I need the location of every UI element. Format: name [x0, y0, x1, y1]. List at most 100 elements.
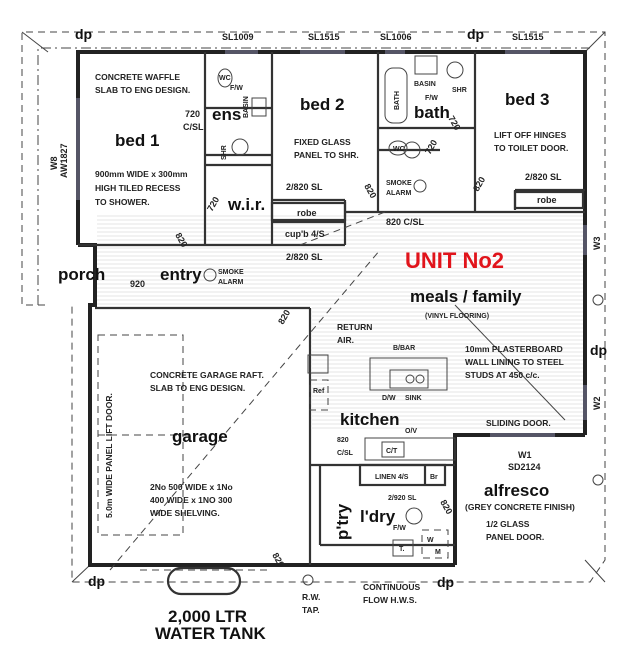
unit-title: UNIT No2	[405, 248, 504, 273]
svg-text:F/W: F/W	[230, 85, 243, 92]
note-shelving: WIDE SHELVING.	[150, 508, 220, 518]
dimension-labels: 720 C/SL 720 820 2/820 SL robe cup'b 4/S…	[130, 75, 562, 569]
note-waffle: CONCRETE WAFFLE	[95, 72, 180, 82]
window-label: SL1006	[380, 32, 412, 42]
svg-text:BASIN: BASIN	[243, 96, 250, 118]
svg-text:720: 720	[205, 195, 221, 213]
note-plaster: WALL LINING TO STEEL	[465, 357, 564, 367]
downpipe-label: dp	[590, 342, 607, 358]
svg-text:O/V: O/V	[405, 428, 417, 435]
window-label: SL1515	[512, 32, 544, 42]
basin-1	[251, 97, 267, 117]
svg-text:robe: robe	[297, 208, 317, 218]
svg-text:WC: WC	[219, 75, 231, 82]
window-label: W3	[592, 237, 602, 251]
fridge-space	[309, 379, 329, 411]
note-waffle: SLAB TO ENG DESIGN.	[95, 85, 190, 95]
downpipe-label: dp	[75, 26, 92, 42]
note-recess: 900mm WIDE x 300mm	[95, 169, 188, 179]
note-hinges: LIFT OFF HINGES	[494, 130, 567, 140]
note-hws: FLOW H.W.S.	[363, 595, 417, 605]
note-shelving: 2No 500 WIDE x 1No	[150, 482, 233, 492]
downpipe-label: dp	[467, 26, 484, 42]
note-garage-slab: CONCRETE GARAGE RAFT.	[150, 370, 264, 380]
basin-2	[414, 55, 438, 75]
room-meals-family: meals / family	[410, 287, 522, 306]
note-sliding: SLIDING DOOR.	[486, 418, 551, 428]
note-shelving: 400 WIDE x 1NO 300	[150, 495, 232, 505]
svg-text:BASIN: BASIN	[414, 81, 436, 88]
svg-text:SMOKE: SMOKE	[386, 180, 412, 187]
downpipe-label: dp	[88, 573, 105, 589]
svg-text:B/BAR: B/BAR	[393, 345, 415, 352]
svg-text:T.: T.	[399, 546, 405, 553]
window-label: AW1827	[59, 143, 69, 178]
windows	[76, 50, 587, 437]
svg-text:M: M	[435, 549, 441, 556]
note-recess: TO SHOWER.	[95, 197, 150, 207]
room-kitchen: kitchen	[340, 410, 400, 429]
breakfast-bar	[369, 357, 448, 391]
svg-text:820: 820	[362, 182, 378, 200]
window-label: W8	[49, 157, 59, 171]
svg-text:ALARM: ALARM	[386, 190, 411, 197]
internal-walls	[78, 52, 585, 565]
svg-text:F/W: F/W	[425, 95, 438, 102]
tub	[392, 539, 414, 557]
svg-text:BATH: BATH	[394, 91, 401, 110]
return-air-grille	[307, 354, 329, 374]
toilet-wc	[388, 140, 408, 156]
svg-text:C/SL: C/SL	[183, 122, 204, 132]
note-glass: FIXED GLASS	[294, 137, 351, 147]
room-garage: garage	[172, 427, 228, 446]
room-wir: w.i.r.	[227, 195, 265, 214]
window-label: W2	[592, 397, 602, 411]
room-entry: entry	[160, 265, 202, 284]
room-alfresco: alfresco	[484, 481, 549, 500]
svg-text:820 C/SL: 820 C/SL	[386, 217, 425, 227]
svg-text:820: 820	[471, 175, 487, 193]
svg-text:C/SL: C/SL	[337, 450, 354, 457]
washer	[421, 529, 449, 559]
window-label: SL1009	[222, 32, 254, 42]
svg-text:820: 820	[173, 231, 189, 249]
note-plaster: STUDS AT 450 c/c.	[465, 370, 540, 380]
fixtures	[97, 55, 604, 596]
room-ensuite: ens	[212, 105, 241, 124]
svg-text:920: 920	[130, 279, 145, 289]
water-tank	[166, 566, 242, 596]
note-lift-door: 5.0m WIDE PANEL LIFT DOOR.	[104, 393, 114, 518]
room-porch: porch	[58, 265, 105, 284]
svg-text:WC: WC	[393, 146, 405, 153]
svg-text:SHR: SHR	[221, 145, 228, 160]
room-pantry: p'try	[333, 503, 352, 540]
room-laundry: l'dry	[360, 507, 396, 526]
note-tap: R.W.	[302, 592, 320, 602]
svg-text:2/820 SL: 2/820 SL	[525, 172, 562, 182]
note-tap: TAP.	[302, 605, 320, 615]
svg-text:SHR: SHR	[452, 87, 467, 94]
svg-text:820: 820	[438, 498, 454, 516]
note-return-air: AIR.	[337, 335, 354, 345]
toilet-ens	[217, 68, 233, 88]
svg-text:D/W: D/W	[382, 395, 396, 402]
svg-text:robe: robe	[537, 195, 557, 205]
room-bath: bath	[414, 103, 450, 122]
svg-text:SMOKE: SMOKE	[218, 269, 244, 276]
svg-text:820: 820	[276, 308, 292, 326]
svg-text:720: 720	[423, 138, 439, 156]
svg-text:LINEN 4/S: LINEN 4/S	[375, 474, 409, 481]
cooktop-bench	[364, 437, 456, 461]
svg-text:720: 720	[185, 109, 200, 119]
svg-text:C/T: C/T	[386, 448, 398, 455]
note-tank: WATER TANK	[155, 624, 267, 643]
svg-text:2/920 SL: 2/920 SL	[388, 495, 417, 502]
note-recess: HIGH TILED RECESS	[95, 183, 181, 193]
note-hinges: TO TOILET DOOR.	[494, 143, 568, 153]
svg-text:Br: Br	[430, 474, 438, 481]
svg-text:820: 820	[337, 437, 349, 444]
svg-text:SINK: SINK	[405, 395, 422, 402]
note-tank: 2,000 LTR	[168, 607, 247, 626]
note-vinyl: (VINYL FLOORING)	[425, 313, 489, 320]
